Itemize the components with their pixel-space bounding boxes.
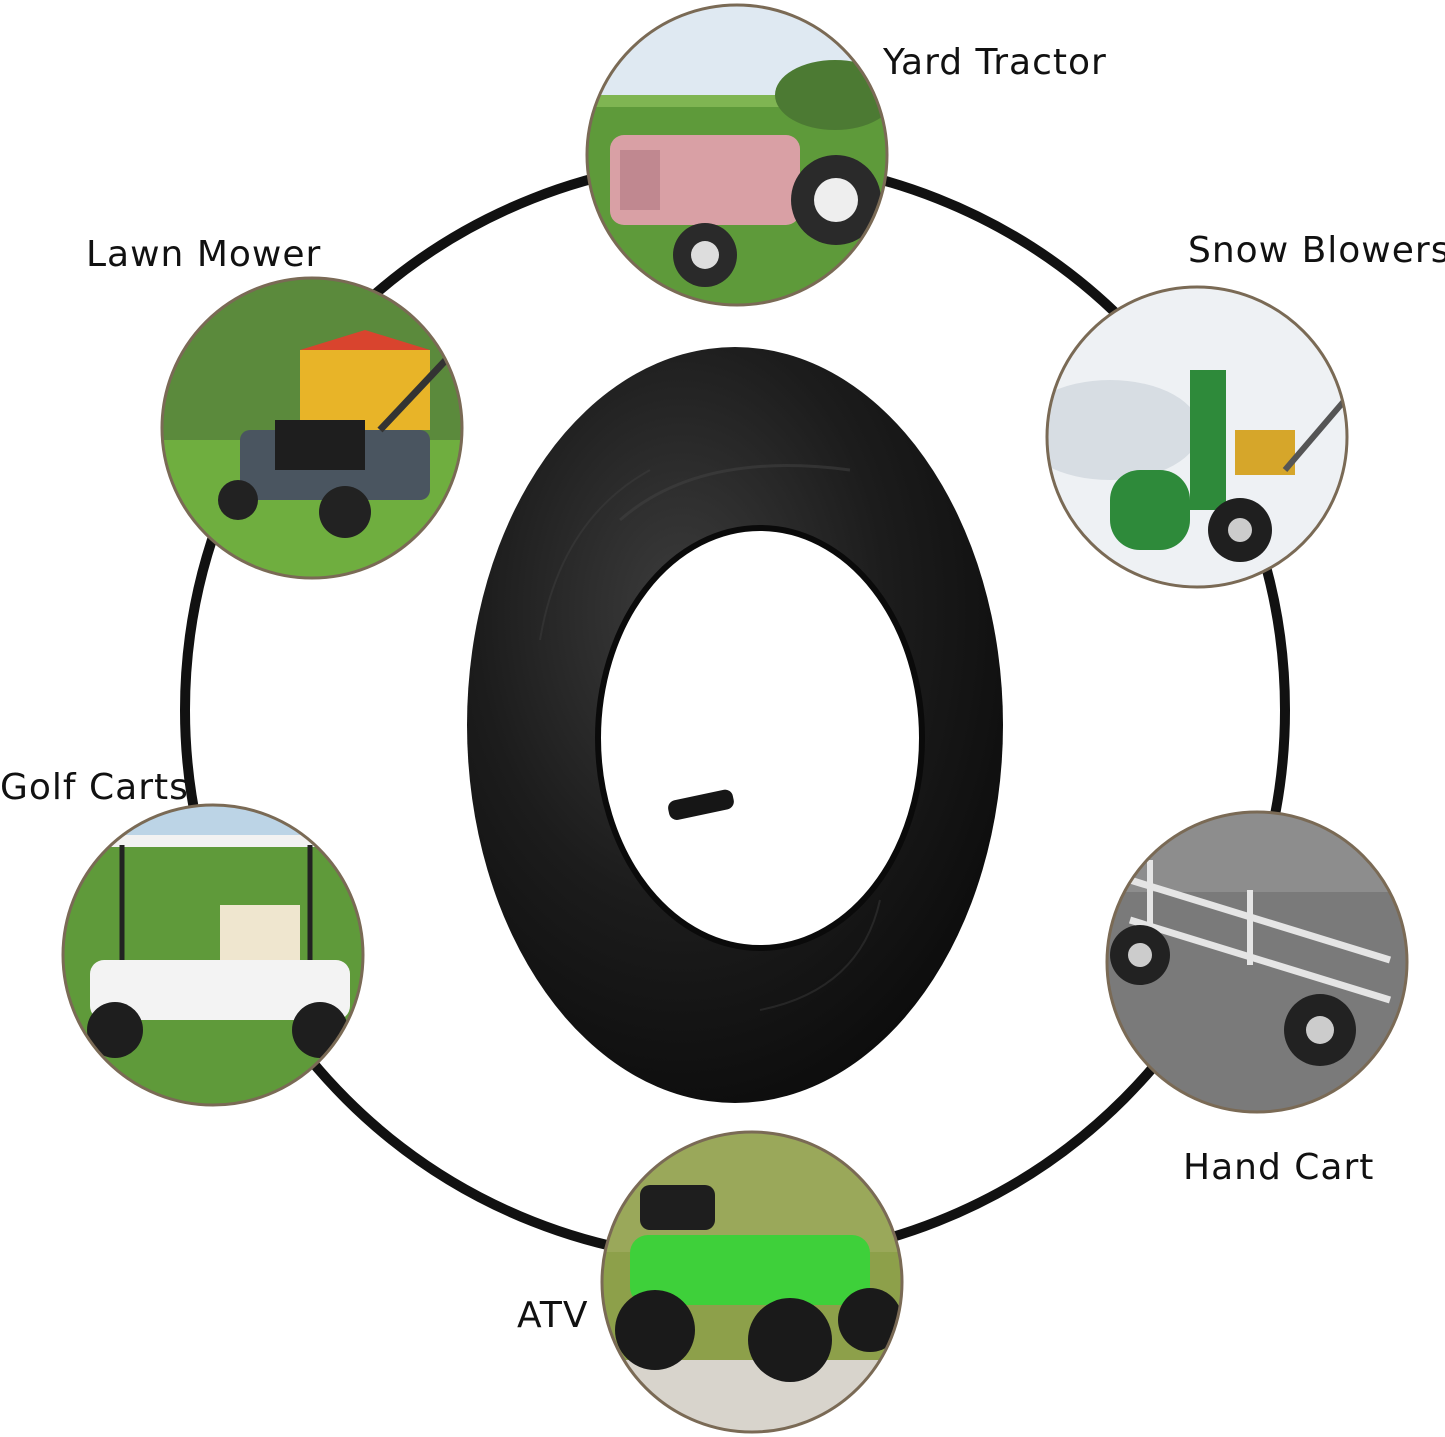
atv-thumbnail [600,1130,904,1434]
yard-tractor-thumbnail [585,3,889,307]
label-hand-cart: Hand Cart [1183,1147,1375,1188]
golf-cart-thumbnail [61,803,365,1107]
valve-stem [668,789,734,820]
lawn-mower-thumbnail [160,276,464,580]
label-golf-carts: Golf Carts [0,767,189,808]
label-atv: ATV [517,1295,589,1336]
label-lawn-mower: Lawn Mower [86,234,322,275]
hand-cart-thumbnail [1105,810,1409,1114]
label-snow-blowers: Snow Blowers [1188,230,1445,271]
inner-tube-image [467,347,1003,1103]
label-yard-tractor: Yard Tractor [883,42,1107,83]
snow-blower-thumbnail [1045,285,1349,589]
